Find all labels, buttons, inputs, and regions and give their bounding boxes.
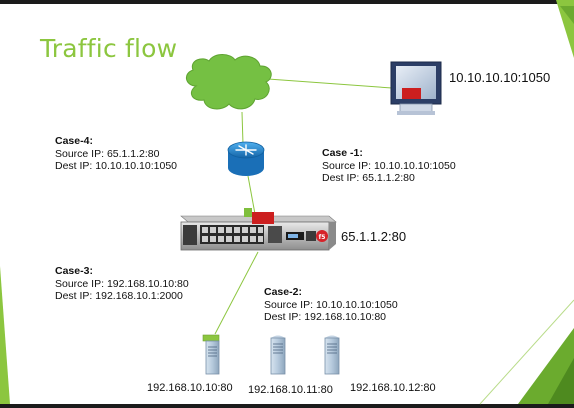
case-source-ip: Source IP: 192.168.10.10:80 (55, 277, 189, 290)
server-icon (270, 335, 286, 375)
top-border (0, 0, 574, 4)
case-2-block: Case-2: Source IP: 10.10.10.10:1050 Dest… (264, 286, 398, 324)
cloud-icon (185, 54, 272, 110)
load-balancer-icon: f5 (180, 208, 337, 251)
case-1-block: Case -1: Source IP: 10.10.10.10:1050 Des… (322, 147, 456, 185)
case-dest-ip: Dest IP: 65.1.1.2:80 (322, 172, 415, 184)
case-dest-ip: Dest IP: 192.168.10.10:80 (264, 311, 387, 323)
case-dest-ip: Dest IP: 192.168.10.1:2000 (55, 290, 183, 302)
server-ip-label: 192.168.10.10:80 (147, 382, 233, 394)
server-ip-label: 192.168.10.12:80 (350, 382, 436, 394)
case-3-block: Case-3: Source IP: 192.168.10.10:80 Dest… (55, 265, 189, 303)
client-ip-label: 10.10.10.10:1050 (449, 70, 551, 85)
load-balancer-ip-label: 65.1.1.2:80 (341, 229, 407, 244)
server-ip-label: 192.168.10.11:80 (248, 384, 333, 396)
case-heading: Case-3: (55, 265, 93, 277)
slide-title: Traffic flow (40, 34, 178, 63)
server-icon (202, 334, 220, 375)
case-source-ip: Source IP: 10.10.10.10:1050 (264, 298, 398, 311)
svg-text:f5: f5 (319, 234, 326, 241)
router-icon (227, 141, 265, 176)
case-4-block: Case-4: Source IP: 65.1.1.2:80 Dest IP: … (55, 135, 177, 173)
bottom-border (0, 404, 574, 408)
case-source-ip: Source IP: 10.10.10.10:1050 (322, 159, 456, 172)
case-heading: Case-4: (55, 135, 93, 147)
case-dest-ip: Dest IP: 10.10.10.10:1050 (55, 160, 178, 172)
case-source-ip: Source IP: 65.1.1.2:80 (55, 147, 160, 160)
case-heading: Case -1: (322, 147, 363, 159)
server-icon (324, 335, 340, 375)
monitor-icon (390, 61, 442, 115)
case-heading: Case-2: (264, 286, 302, 298)
connections (214, 78, 393, 335)
